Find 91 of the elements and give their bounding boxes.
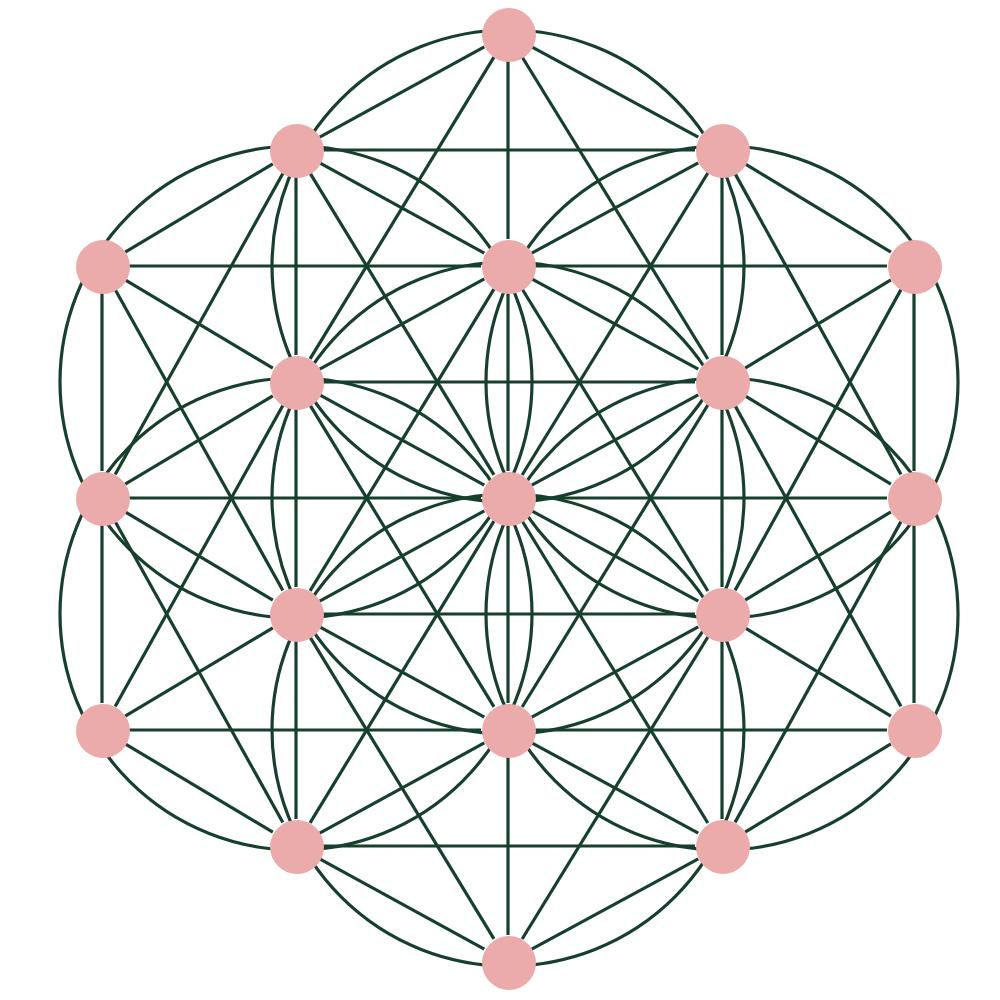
connector-line: [530, 625, 700, 719]
connector-line: [323, 148, 695, 152]
connector-line: [129, 264, 481, 268]
node-dot: [269, 819, 323, 873]
connector-line: [308, 288, 496, 592]
connector-line: [308, 172, 496, 476]
connector-line: [530, 509, 700, 603]
connector-line: [530, 393, 700, 487]
node-dot: [269, 355, 323, 409]
connector-line: [124, 510, 274, 602]
connector-line: [733, 172, 903, 476]
connector-line: [530, 161, 700, 255]
connector-line: [124, 394, 274, 486]
connector-line: [129, 728, 481, 732]
connector-line: [733, 520, 903, 824]
connector-line: [113, 172, 285, 476]
connector-line: [113, 288, 285, 592]
connector-line: [520, 172, 710, 476]
connector-line: [129, 496, 481, 500]
connector-line: [318, 161, 486, 255]
node-dot: [481, 239, 535, 293]
connector-line: [506, 525, 510, 703]
connector-line: [530, 741, 700, 835]
connector-line: [520, 56, 710, 360]
node-dot: [75, 471, 129, 525]
node-dot: [269, 587, 323, 641]
connector-line: [720, 177, 724, 355]
connector-line: [535, 496, 887, 500]
connector-line: [318, 509, 486, 603]
connector-line: [318, 393, 486, 487]
connector-line: [318, 857, 486, 951]
node-dot: [481, 935, 535, 989]
connector-line: [308, 404, 496, 708]
connector-line: [520, 636, 710, 940]
connector-line: [744, 278, 892, 370]
connector-line: [520, 520, 710, 824]
connector-line: [124, 278, 274, 370]
node-dot: [887, 471, 941, 525]
connector-line: [113, 520, 285, 824]
connector-line: [720, 409, 724, 587]
node-dot: [695, 587, 749, 641]
connector-line: [323, 612, 695, 616]
node-dot: [695, 123, 749, 177]
connector-line: [912, 293, 916, 471]
connector-line: [744, 510, 892, 602]
node-dot: [695, 355, 749, 409]
connector-line: [294, 409, 298, 587]
node-dot: [887, 239, 941, 293]
connector-line: [720, 641, 724, 819]
connector-line: [506, 757, 510, 935]
connector-line: [530, 857, 700, 951]
connector-line: [100, 293, 104, 471]
node-dot: [481, 7, 535, 61]
node-dot: [481, 471, 535, 525]
connector-line: [733, 404, 903, 708]
connector-line: [318, 741, 486, 835]
connector-line: [308, 56, 496, 360]
connector-line: [294, 641, 298, 819]
connector-line: [506, 293, 510, 471]
node-dot: [695, 819, 749, 873]
node-dot: [269, 123, 323, 177]
connector-line: [912, 525, 916, 703]
node-dot: [75, 703, 129, 757]
connector-line: [506, 61, 510, 239]
connector-line: [744, 742, 892, 834]
connector-line: [308, 636, 496, 940]
connector-line: [100, 525, 104, 703]
connector-line: [520, 288, 710, 592]
connector-line: [530, 277, 700, 371]
connector-line: [294, 177, 298, 355]
connector-line: [323, 380, 695, 384]
connector-line: [318, 277, 486, 371]
connector-line: [124, 742, 274, 834]
connector-line: [323, 844, 695, 848]
connector-line: [124, 162, 274, 254]
connector-line: [530, 45, 700, 139]
connector-line: [308, 520, 496, 824]
connector-line: [520, 404, 710, 708]
connector-line: [535, 728, 887, 732]
connector-line: [744, 162, 892, 254]
connector-line: [733, 288, 903, 592]
connector-line: [744, 626, 892, 718]
node-dot: [887, 703, 941, 757]
node-dot: [481, 703, 535, 757]
connector-line: [318, 625, 486, 719]
connector-line: [124, 626, 274, 718]
node-dot: [75, 239, 129, 293]
connector-line: [535, 264, 887, 268]
connector-line: [744, 394, 892, 486]
connector-line: [113, 404, 285, 708]
connector-line: [318, 45, 486, 139]
